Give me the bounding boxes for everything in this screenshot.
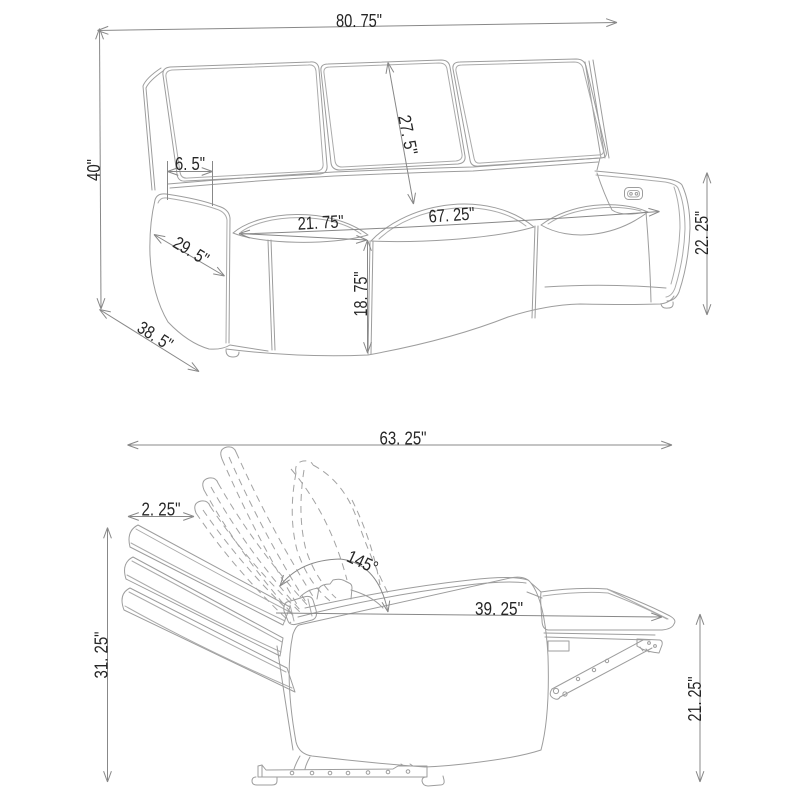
svg-text:18. 75": 18. 75" <box>351 272 371 317</box>
svg-text:2. 25": 2. 25" <box>142 500 181 520</box>
svg-text:22. 25": 22. 25" <box>692 211 712 255</box>
svg-text:21. 25": 21. 25" <box>685 677 705 722</box>
svg-text:67. 25": 67. 25" <box>428 203 475 226</box>
svg-text:31. 25": 31. 25" <box>92 632 112 679</box>
svg-text:80. 75": 80. 75" <box>336 11 382 31</box>
svg-text:63. 25": 63. 25" <box>380 429 427 449</box>
svg-text:21. 75": 21. 75" <box>297 211 344 233</box>
svg-text:6. 5": 6. 5" <box>175 154 205 174</box>
svg-text:39. 25": 39. 25" <box>475 599 523 619</box>
svg-text:40": 40" <box>84 159 104 181</box>
